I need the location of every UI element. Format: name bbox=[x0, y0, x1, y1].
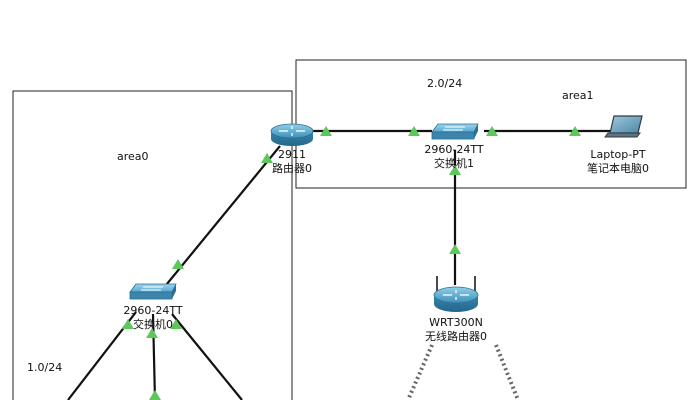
switch1-name-label: 交换机1 bbox=[434, 156, 474, 170]
wireless0-name-label: 无线路由器0 bbox=[425, 329, 487, 343]
switch0-device[interactable]: 2960-24TT 交换机0 bbox=[123, 283, 183, 331]
area1-label: area1 bbox=[562, 89, 594, 102]
link-up-indicator bbox=[569, 126, 581, 136]
switch1-model-label: 2960-24TT bbox=[424, 143, 483, 156]
link-up-indicator bbox=[261, 153, 273, 163]
link-up-indicator bbox=[170, 319, 182, 329]
switch0-model-label: 2960-24TT bbox=[123, 304, 182, 317]
laptop-icon bbox=[604, 115, 643, 138]
area0-subnet-label: 1.0/24 bbox=[27, 361, 62, 374]
wireless-router-icon bbox=[433, 276, 479, 312]
link-up-indicator bbox=[172, 259, 184, 269]
router0-model-label: 2911 bbox=[278, 148, 306, 161]
link-up-indicator bbox=[449, 244, 461, 254]
links bbox=[67, 129, 610, 400]
area0-label: area0 bbox=[117, 150, 149, 163]
link-up-indicator bbox=[146, 328, 158, 338]
router0-name-label: 路由器0 bbox=[272, 161, 312, 175]
link-up-indicator bbox=[486, 126, 498, 136]
link-up-indicator bbox=[320, 126, 332, 136]
area1-subnet-label: 2.0/24 bbox=[427, 77, 462, 90]
wireless-link-right bbox=[494, 344, 520, 400]
switch0-name-label: 交换机0 bbox=[133, 317, 173, 331]
link-up-indicator bbox=[122, 319, 134, 329]
link-up-indicator bbox=[149, 390, 161, 400]
link-up-indicator bbox=[449, 165, 461, 175]
wireless0-model-label: WRT300N bbox=[429, 316, 483, 329]
wireless-link-left bbox=[406, 344, 434, 400]
link-switch0-down[interactable] bbox=[151, 313, 157, 400]
switch1-device[interactable]: 2960-24TT 交换机1 bbox=[424, 123, 484, 170]
router0-device[interactable]: 2911 路由器0 bbox=[270, 123, 314, 175]
wireless0-device[interactable]: WRT300N 无线路由器0 bbox=[425, 276, 487, 343]
link-status-indicators bbox=[122, 126, 581, 400]
laptop0-device[interactable]: Laptop-PT 笔记本电脑0 bbox=[587, 115, 649, 175]
laptop0-name-label: 笔记本电脑0 bbox=[587, 161, 649, 175]
laptop0-model-label: Laptop-PT bbox=[590, 148, 645, 161]
switch-icon bbox=[129, 283, 177, 300]
switch-icon bbox=[431, 123, 479, 140]
area0-boundary bbox=[12, 90, 293, 400]
router-icon bbox=[270, 123, 314, 146]
link-up-indicator bbox=[408, 126, 420, 136]
wireless-links bbox=[406, 344, 520, 400]
link-switch0-right[interactable] bbox=[171, 313, 243, 400]
